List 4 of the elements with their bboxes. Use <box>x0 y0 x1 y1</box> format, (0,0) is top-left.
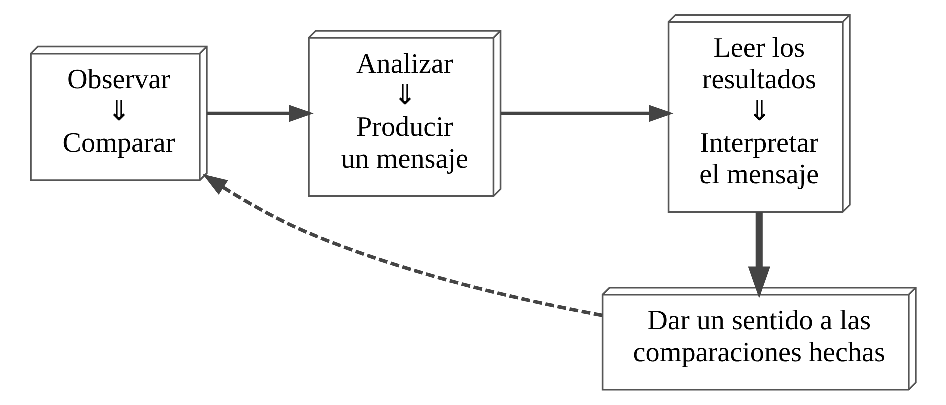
arrow <box>206 105 314 122</box>
arrow <box>500 105 674 122</box>
arrow <box>202 174 602 318</box>
arrow <box>748 212 770 298</box>
